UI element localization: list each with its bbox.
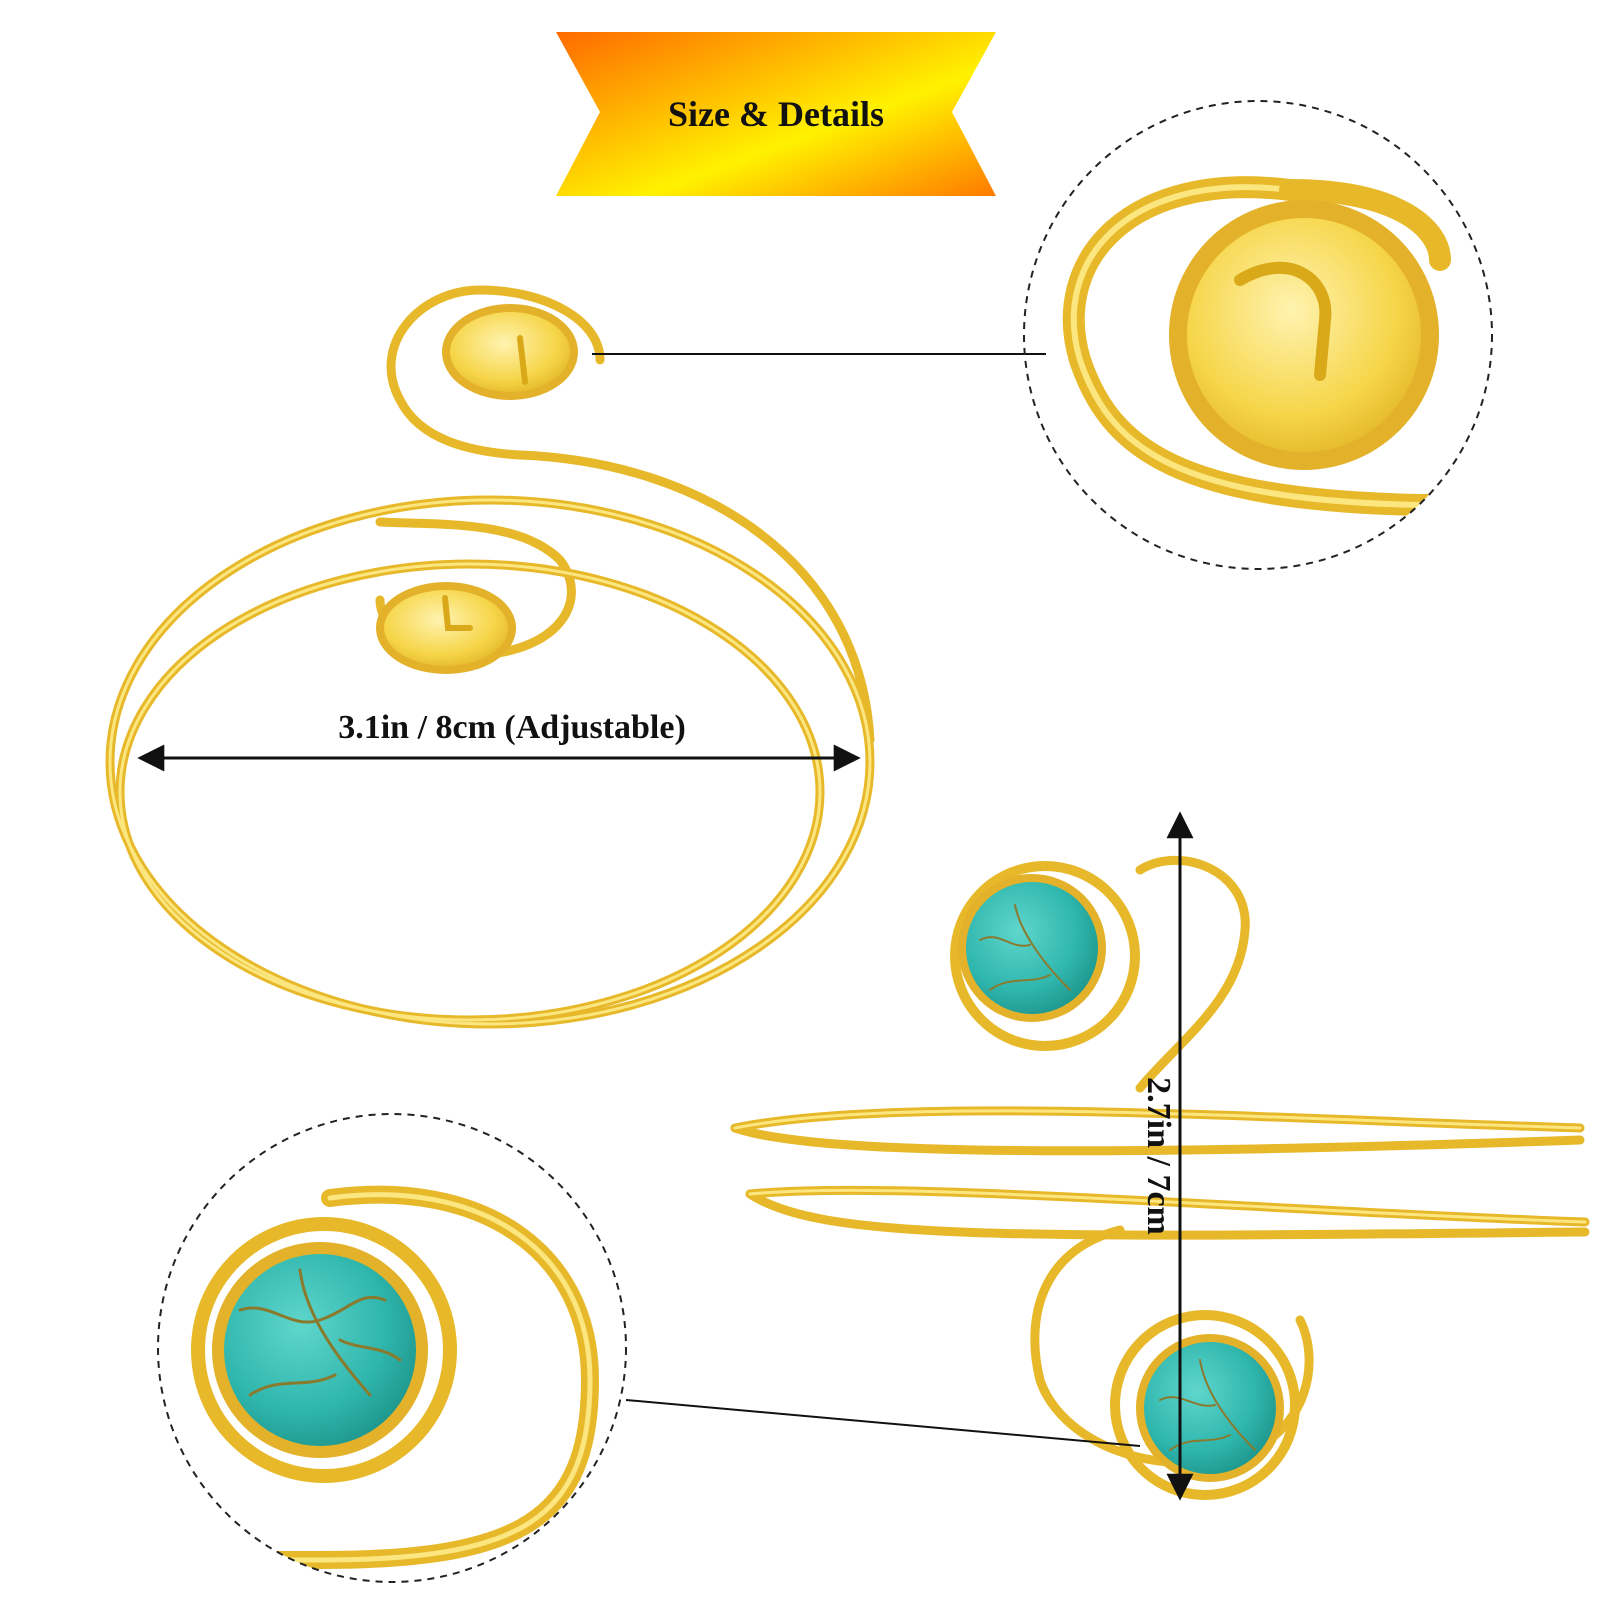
title-banner: Size & Details: [556, 32, 996, 196]
detail-circle-frame: [1023, 100, 1493, 570]
turquoise-stone: [1136, 1334, 1284, 1482]
height-label: 2.7in / 7cm: [1140, 1077, 1177, 1235]
banner-ribbon-shape: [556, 32, 996, 196]
width-label: 3.1in / 8cm (Adjustable): [338, 709, 686, 746]
width-dimension: 3.1in / 8cm (Adjustable): [137, 709, 861, 772]
detail-closeup-stone: [157, 1113, 627, 1583]
detail-circle-frame: [157, 1113, 627, 1583]
bracelet-top-view: [105, 285, 875, 1029]
turquoise-stone: [958, 874, 1106, 1022]
height-dimension: 2.7in / 7cm: [1140, 811, 1194, 1501]
banner-title: Size & Details: [668, 94, 884, 134]
stone-leader-line: [625, 1399, 1141, 1447]
end-pad-closeup: [1169, 200, 1439, 470]
turquoise-stone-closeup: [212, 1242, 428, 1458]
detail-closeup-end-pad: [1023, 100, 1493, 570]
bracelet-end-pad: [442, 304, 578, 400]
